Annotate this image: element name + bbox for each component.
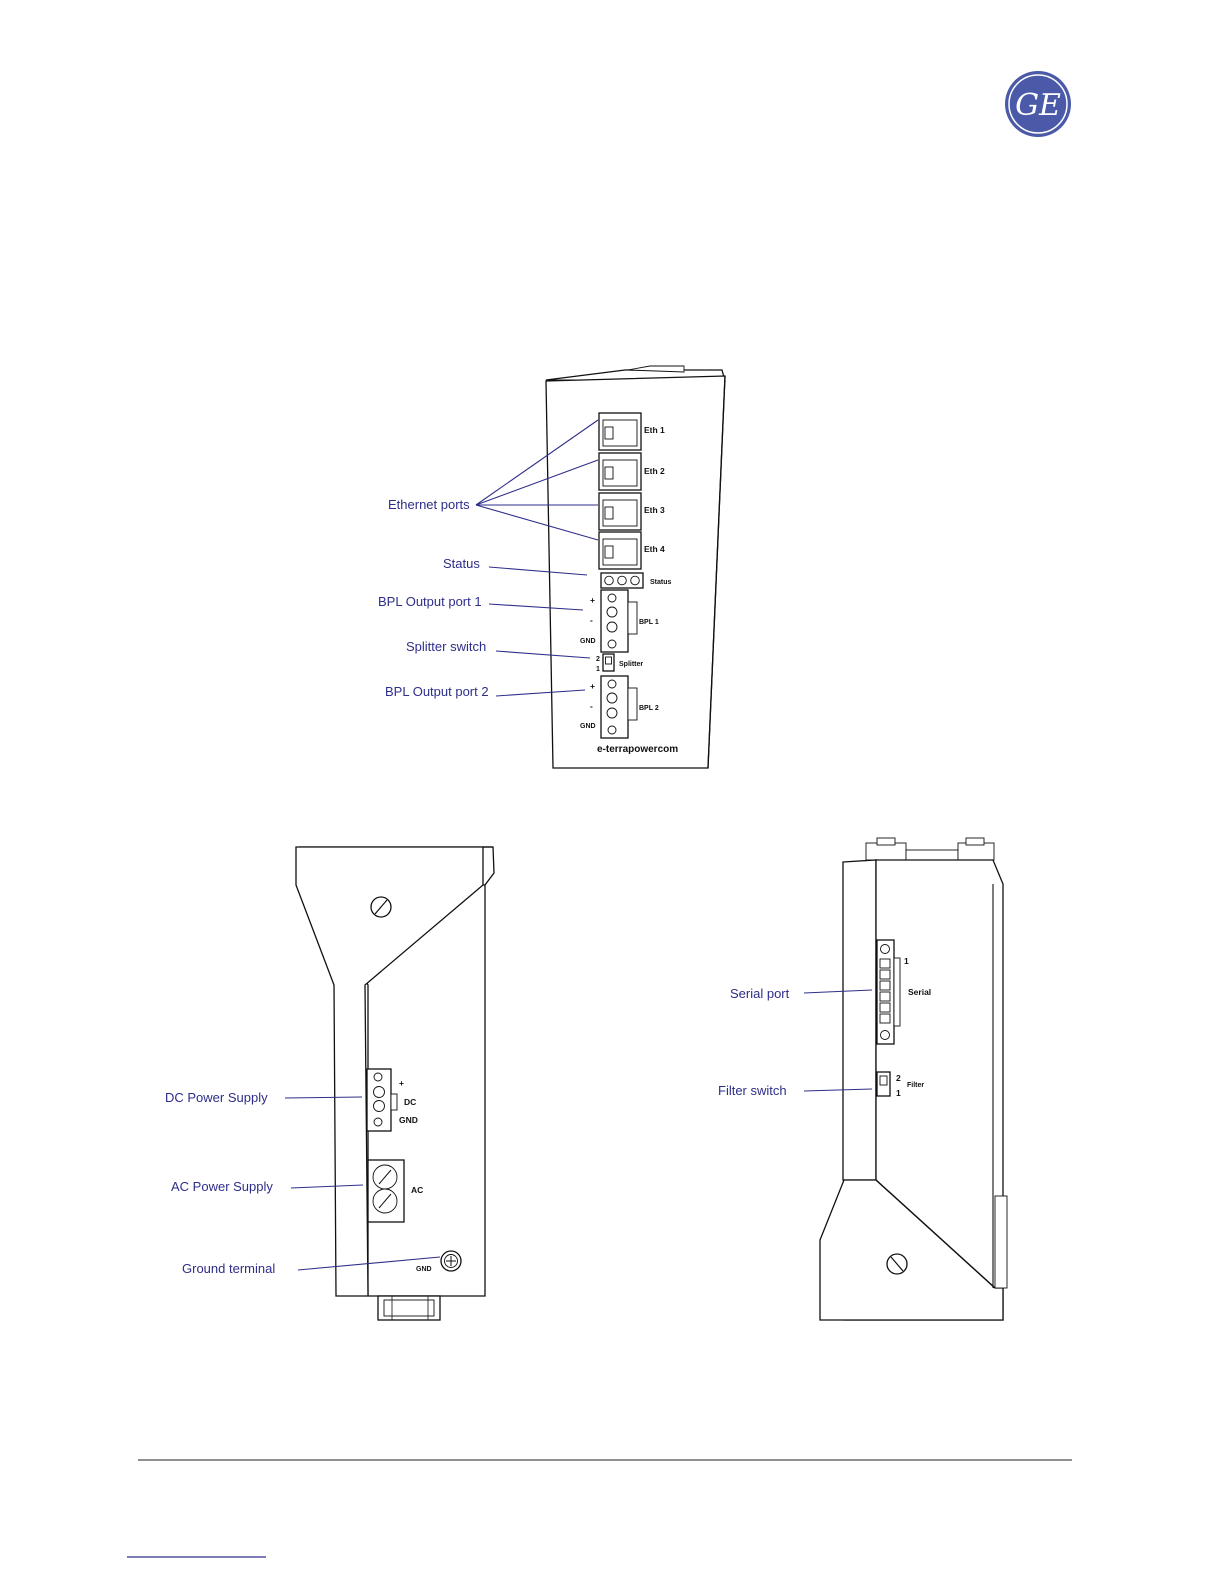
splitter-switch [603, 654, 614, 671]
right-side-view: 1 Serial 2 1 Filter Serial port Filter s… [718, 838, 1007, 1320]
dc-plus-label: + [399, 1078, 404, 1088]
eth-1-label: Eth 1 [644, 425, 665, 435]
right-rear-clip [995, 1196, 1007, 1288]
ac-label: AC [411, 1185, 423, 1195]
ethernet-port-1 [599, 413, 641, 450]
right-top-fittings [866, 838, 994, 860]
left-top-screw [371, 897, 391, 917]
front-view: Eth 1 Eth 2 Eth 3 Eth 4 Status + - GND B… [378, 366, 725, 768]
bpl2-minus-label: - [590, 701, 593, 711]
filter-position-1: 1 [896, 1088, 901, 1098]
filter-position-2: 2 [896, 1073, 901, 1083]
callout-bpl-output-1: BPL Output port 1 [378, 594, 482, 609]
callout-ground-terminal: Ground terminal [182, 1261, 275, 1276]
right-bottom-screw [887, 1254, 907, 1274]
ethernet-port-3 [599, 493, 641, 530]
callout-filter-switch: Filter switch [718, 1083, 787, 1098]
logo-text: GE [1015, 88, 1061, 123]
bpl-2-label: BPL 2 [639, 705, 659, 712]
splitter-label: Splitter [619, 661, 643, 668]
splitter-position-2: 2 [596, 656, 600, 663]
ge-logo: GE [1005, 71, 1071, 137]
serial-label: Serial [908, 987, 931, 997]
callout-serial-port: Serial port [730, 986, 790, 1001]
dc-label: DC [404, 1097, 416, 1107]
callout-splitter-switch: Splitter switch [406, 639, 486, 654]
left-din-clip [378, 1296, 440, 1320]
status-leds [601, 573, 643, 588]
filter-switch [877, 1072, 890, 1096]
callout-bpl-output-2: BPL Output port 2 [385, 684, 489, 699]
ethernet-port-4 [599, 532, 641, 569]
bpl1-plus-label: + [590, 595, 595, 605]
brand-text: e-terrapowercom [597, 744, 678, 755]
dc-gnd-label: GND [399, 1115, 418, 1125]
ethernet-port-2 [599, 453, 641, 490]
left-side-view: + DC GND AC GND DC Power Supply [165, 847, 494, 1320]
eth-2-label: Eth 2 [644, 466, 665, 476]
bpl1-minus-label: - [590, 615, 593, 625]
callout-ac-power-supply: AC Power Supply [171, 1179, 273, 1194]
bpl2-gnd-label: GND [580, 723, 596, 730]
ground-gnd-label: GND [416, 1266, 432, 1273]
eth-4-label: Eth 4 [644, 544, 665, 554]
bpl1-gnd-label: GND [580, 638, 596, 645]
ground-terminal [441, 1251, 461, 1271]
serial-pin-1-label: 1 [904, 956, 909, 966]
ac-power-inlet [368, 1160, 404, 1222]
callout-ethernet-ports: Ethernet ports [388, 497, 470, 512]
splitter-position-1: 1 [596, 666, 600, 673]
eth-3-label: Eth 3 [644, 505, 665, 515]
bpl-1-label: BPL 1 [639, 619, 659, 626]
right-back-strip [843, 860, 876, 1180]
callout-dc-power-supply: DC Power Supply [165, 1090, 268, 1105]
status-label: Status [650, 579, 672, 586]
bpl2-plus-label: + [590, 681, 595, 691]
filter-label: Filter [907, 1082, 924, 1089]
callout-status: Status [443, 556, 480, 571]
